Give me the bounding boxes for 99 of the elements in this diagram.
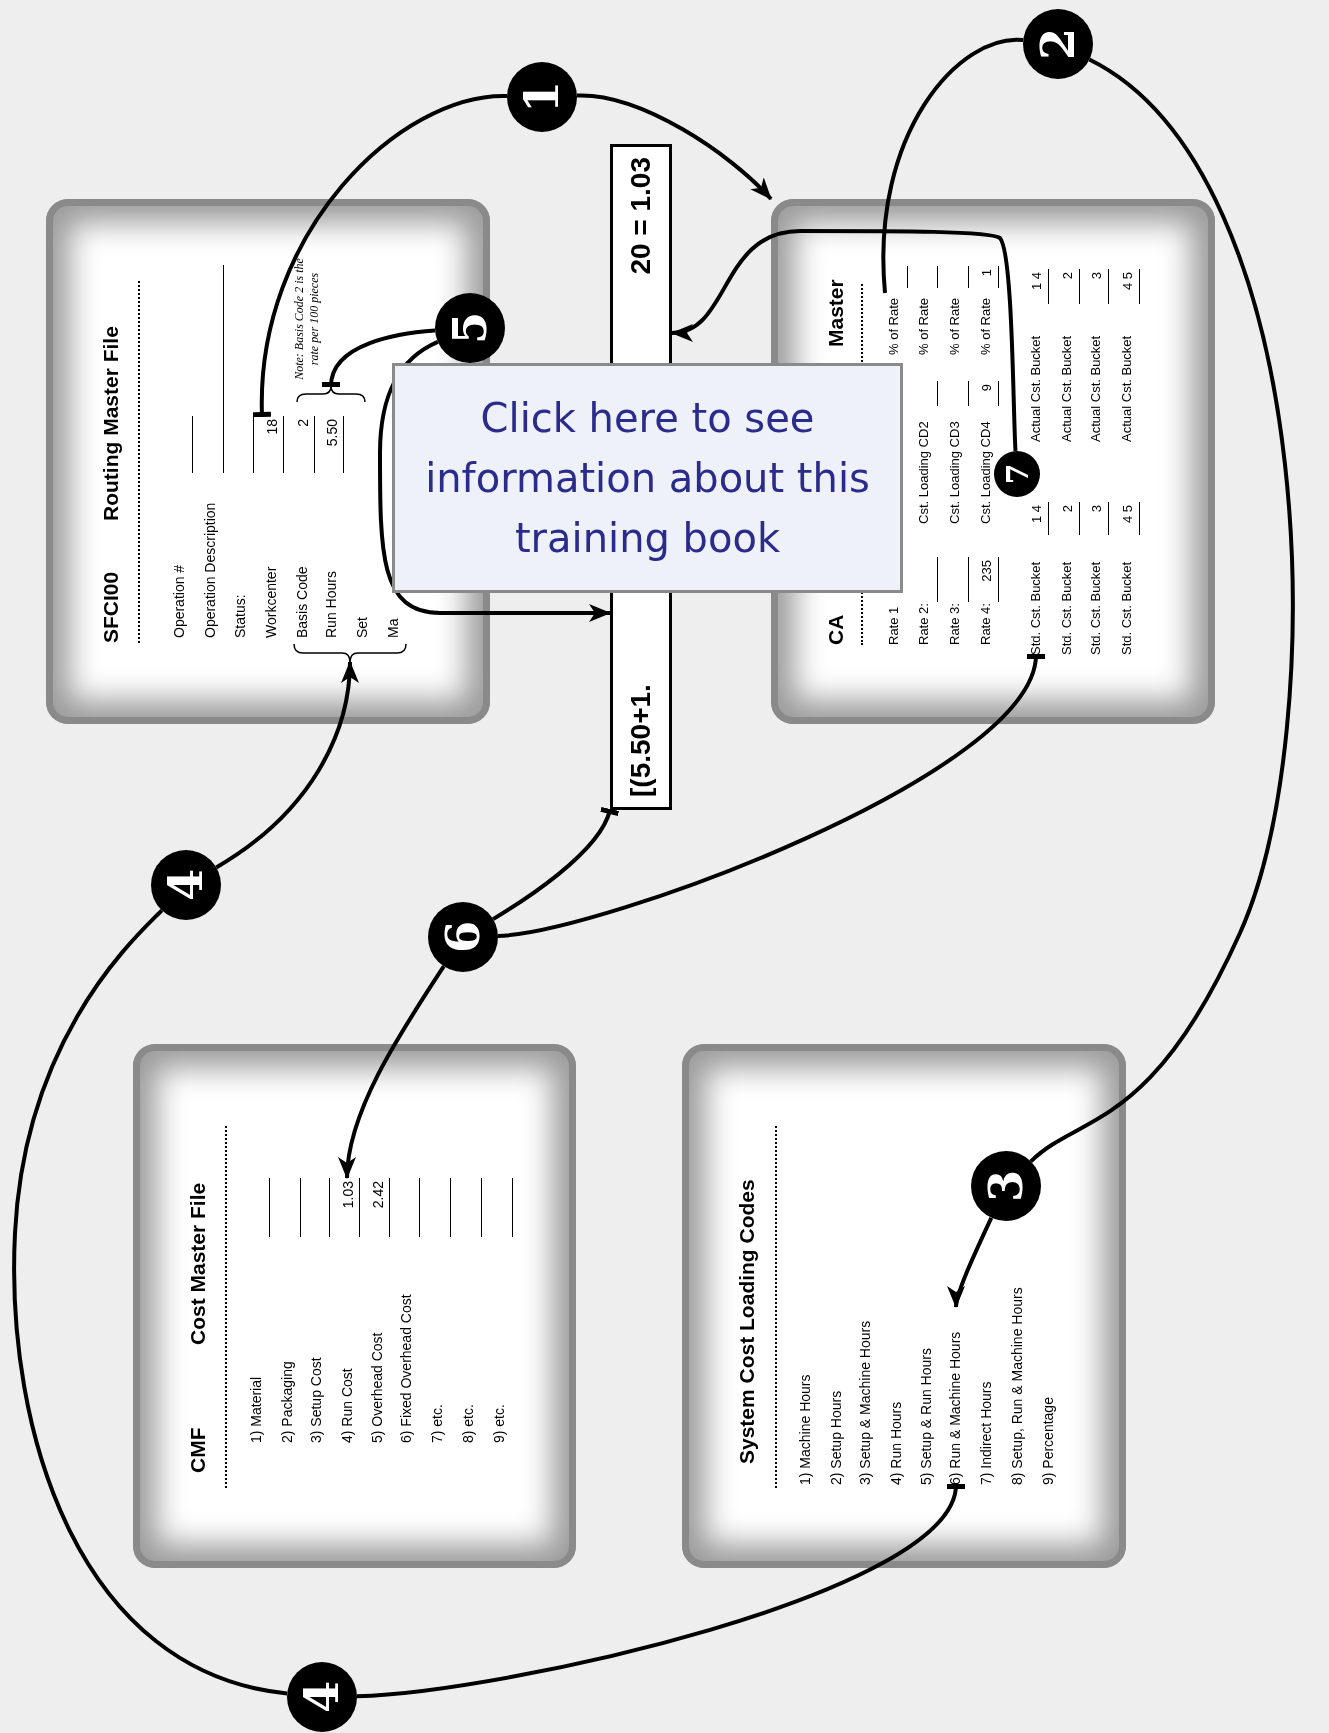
step-number-badge: 2	[1023, 9, 1093, 79]
field-label: Std. Cst. Bucket	[1027, 555, 1045, 655]
formula-box	[610, 144, 672, 363]
field-value: 18	[262, 416, 284, 473]
connector-line	[881, 38, 1024, 294]
field-label: % of Rate	[977, 297, 994, 355]
field-label: 3) Setup & Machine Hours	[856, 1320, 874, 1485]
field-label: 2) Setup Hours	[827, 1390, 845, 1485]
field-label: Std. Cst. Bucket	[1058, 561, 1075, 655]
field-label: Operation #	[170, 564, 188, 638]
info-dialog: Click here to see information about this training book	[392, 363, 903, 593]
connector-line	[252, 94, 508, 418]
form-card	[682, 1044, 1126, 1568]
arrow	[215, 661, 358, 870]
field-label: 3) Setup Cost	[307, 1357, 325, 1443]
field-label: 9) Percentage	[1039, 1397, 1057, 1485]
field-value: 5.50	[322, 416, 344, 473]
field-label: Rate 4:	[977, 603, 994, 645]
field-label: Rate 1	[885, 606, 902, 645]
field-label: Cst. Loading CD3	[946, 421, 963, 524]
arrow	[949, 1216, 994, 1308]
arrow	[339, 965, 446, 1179]
field-value: 3	[1087, 502, 1109, 535]
field-value: 3	[1087, 269, 1109, 304]
field-label: % of Rate	[885, 293, 903, 355]
field-label: 8) etc.	[459, 1404, 477, 1443]
field-value: 2.42	[368, 1178, 390, 1237]
step-number-badge: 4	[151, 850, 221, 920]
field-label: Ma	[384, 618, 402, 638]
field-value: 1 4	[1027, 502, 1049, 535]
field-label: Basis Code	[293, 566, 311, 638]
curly-brace	[296, 386, 366, 402]
field-value: 1	[977, 266, 999, 288]
field-label: Std. Cst. Bucket	[1087, 561, 1104, 655]
field-label: Cst. Loading CD2	[915, 421, 932, 524]
field-label: 7) etc.	[428, 1404, 446, 1443]
curly-brace	[293, 644, 407, 662]
field-value: 1 4	[1027, 269, 1049, 304]
arrow	[576, 93, 773, 201]
card-title: System Cost Loading Codes	[734, 1179, 759, 1464]
field-label: Set	[353, 617, 371, 638]
field-value: 4 5	[1118, 269, 1140, 304]
field-label: 9) etc.	[490, 1404, 508, 1443]
formula-text: [(5.50+1.	[624, 684, 657, 797]
field-label: Cst. Loading CD4	[977, 421, 994, 524]
field-value: 4 5	[1118, 502, 1140, 535]
connector-line	[321, 328, 436, 389]
field-label: Actual Cst. Bucket	[1058, 335, 1075, 442]
field-label: Rate 3:	[946, 603, 963, 645]
field-label: Std. Cst. Bucket	[1118, 561, 1135, 655]
card-title: CMF	[185, 1427, 210, 1473]
connector-line	[497, 651, 1045, 938]
field-label: Status:	[231, 594, 249, 638]
step-number-badge: 3	[971, 1151, 1041, 1221]
arrow	[378, 340, 611, 622]
field-label: Run Hours	[322, 571, 340, 638]
field-label: % of Rate	[946, 297, 963, 355]
field-label: Operation Description	[201, 502, 219, 638]
step-number-badge: 7	[994, 451, 1040, 497]
card-title: SFCI00	[98, 571, 123, 643]
field-label: 7) Indirect Hours	[977, 1381, 995, 1485]
note-text: Note: Basis Code 2 is the rate per 100 pieces	[292, 257, 322, 382]
formula-text: 20 = 1.03	[624, 157, 657, 275]
field-label: 5) Setup & Run Hours	[917, 1348, 935, 1485]
field-label: 4) Run Hours	[887, 1401, 905, 1485]
field-label: 6) Run & Machine Hours	[946, 1307, 964, 1485]
connector-line	[12, 908, 288, 1696]
card-title: CA	[823, 614, 848, 645]
connector-line	[356, 1481, 965, 1699]
card-title: Routing Master File	[98, 326, 123, 521]
field-value: 235	[977, 557, 999, 602]
card-title: Master	[823, 279, 848, 347]
field-label: 1) Machine Hours	[796, 1374, 814, 1485]
field-label: 5) Overhead Cost	[368, 1332, 386, 1443]
field-value: 1.03	[338, 1178, 360, 1237]
field-label: 1) Material	[247, 1376, 265, 1443]
field-label: 8) Setup, Run & Machine Hours	[1008, 1287, 1026, 1485]
step-number-badge: 1	[507, 62, 577, 132]
step-number-badge: 4	[287, 1662, 357, 1732]
step-number-badge: 6	[428, 902, 498, 972]
field-label: Actual Cst. Bucket	[1118, 335, 1135, 442]
card-title: Cost Master File	[185, 1182, 210, 1345]
arrow	[671, 229, 1018, 452]
form-card	[133, 1044, 576, 1568]
connector-line	[492, 806, 619, 921]
field-label: % of Rate	[915, 297, 932, 355]
field-value: 2	[1058, 502, 1080, 535]
connector-line	[1029, 57, 1295, 1163]
field-label: Actual Cst. Bucket	[1087, 335, 1104, 442]
field-label: Actual Cst. Bucket	[1027, 335, 1044, 442]
field-label: Workcenter	[262, 566, 280, 638]
formula-box	[610, 593, 672, 810]
field-value: 2	[293, 416, 315, 473]
field-label: Rate 2:	[915, 603, 932, 645]
field-value: 2	[1058, 269, 1080, 304]
field-label: 4) Run Cost	[338, 1368, 356, 1443]
field-label: 6) Fixed Overhead Cost	[397, 1294, 415, 1443]
field-label: 2) Packaging	[278, 1361, 296, 1443]
field-value: 9	[977, 381, 999, 406]
